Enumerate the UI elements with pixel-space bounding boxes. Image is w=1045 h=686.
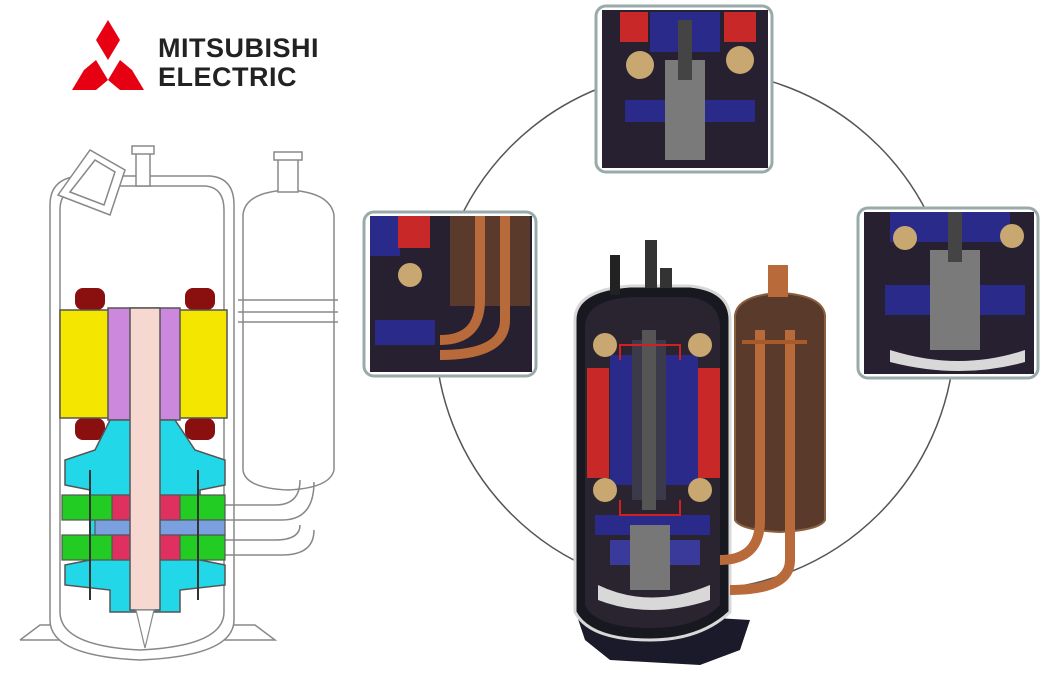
detail-right [856, 206, 1040, 380]
brand-line-1: MITSUBISHI [158, 33, 320, 63]
detail-top [594, 4, 774, 174]
brand-name: MITSUBISHI ELECTRIC [158, 34, 319, 92]
crankshaft [129, 307, 161, 611]
coil-ends [75, 288, 215, 440]
detail-left [362, 210, 538, 378]
brand-line-2: ELECTRIC [158, 62, 297, 92]
three-diamonds-icon [72, 20, 144, 90]
mitsubishi-logo-icon [72, 20, 144, 90]
compressor-cutaway-photo [573, 240, 826, 665]
